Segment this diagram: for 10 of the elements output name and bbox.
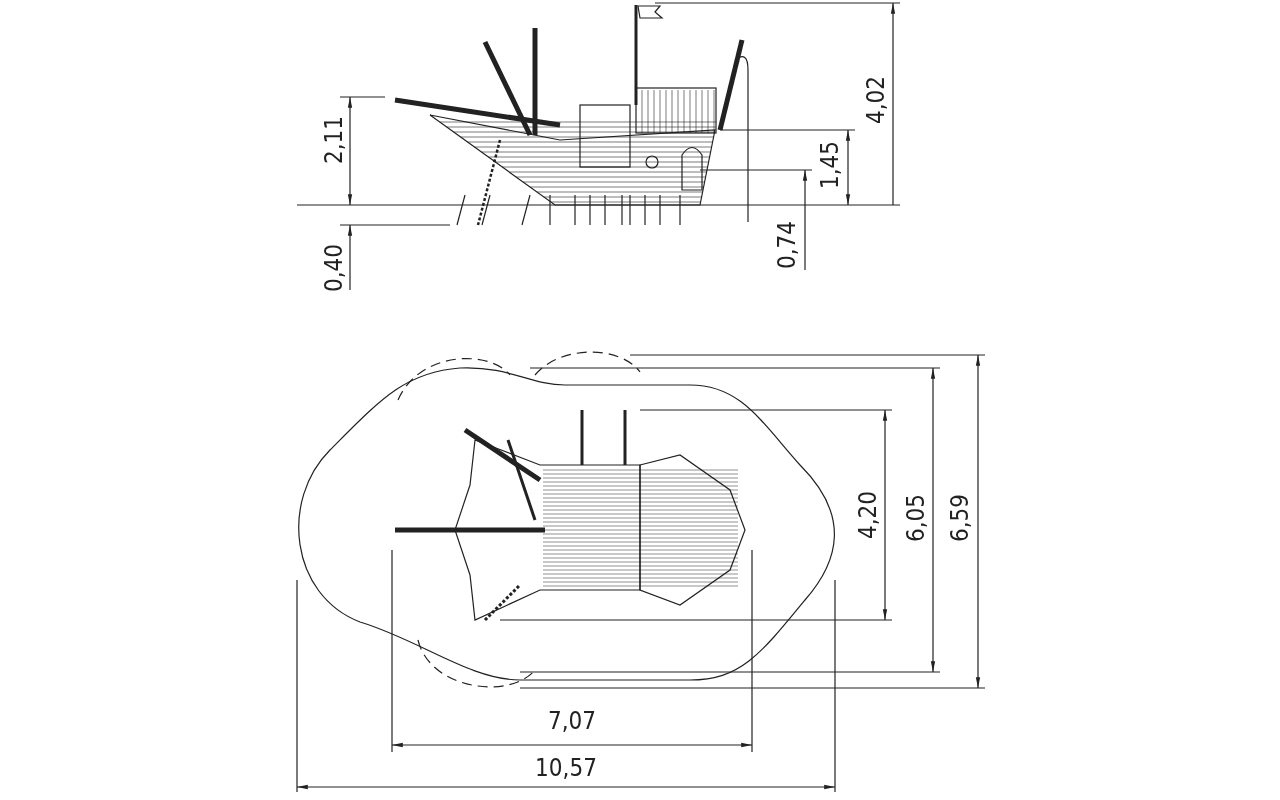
dimension-value: 7,07 (547, 709, 597, 733)
dimension-value: 6,59 (948, 493, 972, 543)
dimension-value: 4,02 (864, 75, 888, 125)
dimension-value: 0,40 (322, 243, 346, 293)
dimension-value: 0,74 (775, 220, 799, 270)
dimension-value: 1,45 (818, 140, 842, 190)
dimension-value: 6,05 (904, 493, 928, 543)
dimension-value: 10,57 (535, 756, 597, 780)
dimension-value: 4,20 (856, 490, 880, 540)
dimension-value: 2,11 (322, 115, 346, 165)
